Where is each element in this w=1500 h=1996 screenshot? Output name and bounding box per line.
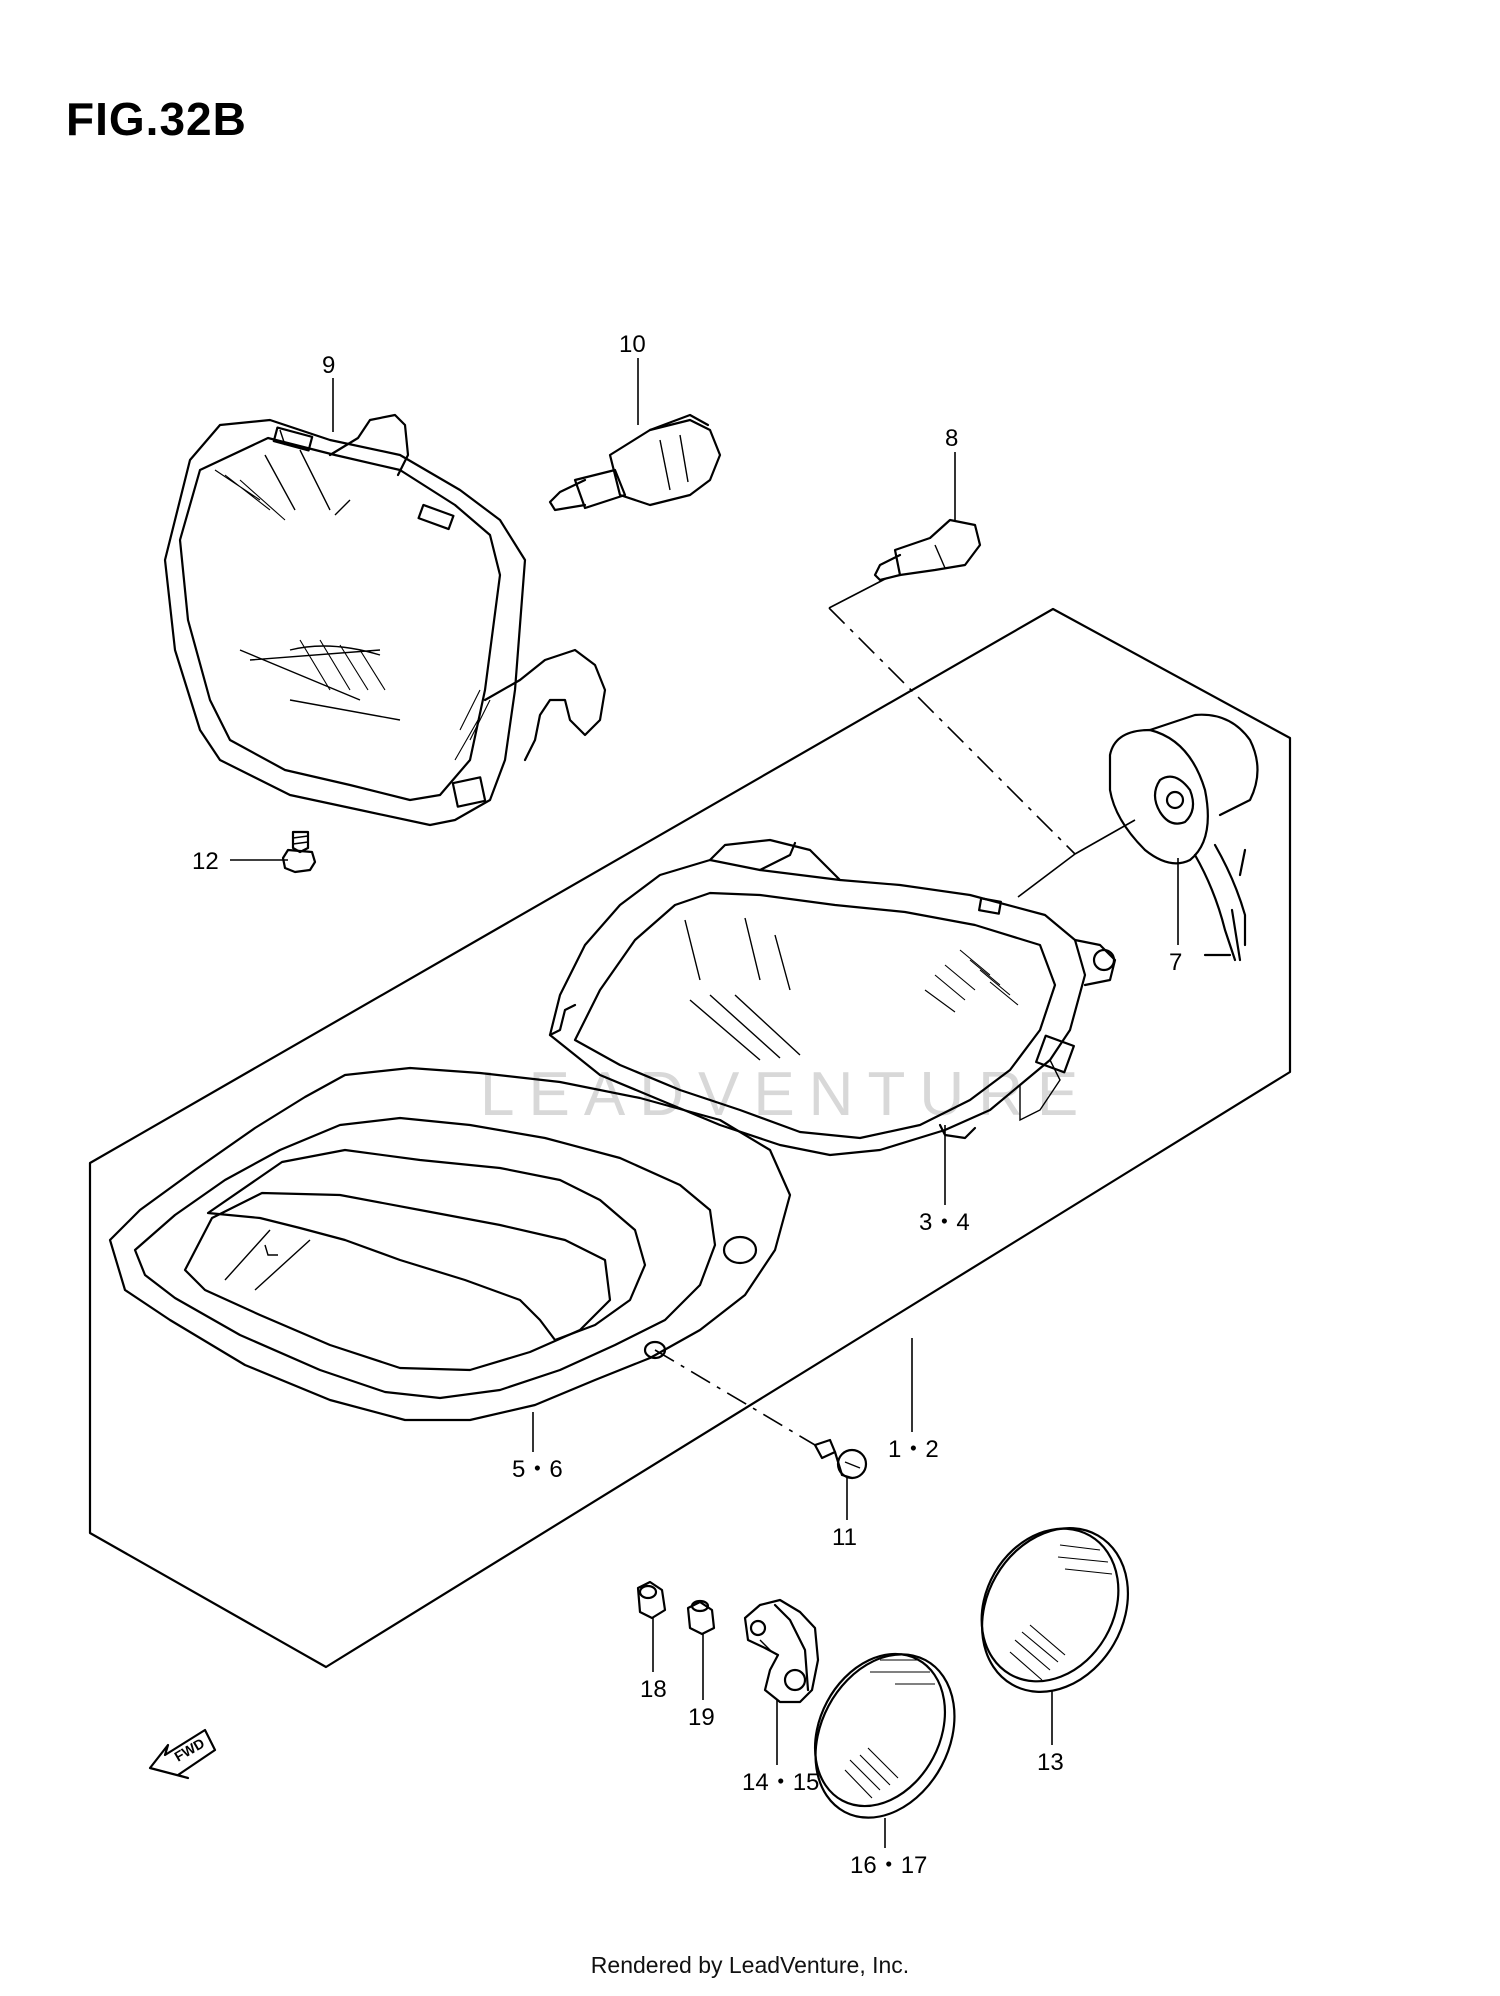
callout-3-4: 3・4	[919, 1209, 970, 1236]
callout-12: 12	[192, 848, 219, 875]
reflector-part-16-17[interactable]	[788, 1630, 982, 1842]
callout-14-15: 14・15	[742, 1769, 819, 1796]
grommet-part-18[interactable]	[636, 1580, 667, 1620]
callout-7: 7	[1169, 949, 1182, 976]
headlight-cover-part-5-6[interactable]	[108, 1066, 792, 1422]
footer-credit: Rendered by LeadVenture, Inc.	[590, 1952, 910, 1978]
figure-title: FIG.32B	[66, 93, 247, 145]
callout-11: 11	[832, 1524, 857, 1551]
assembly-outline	[88, 607, 1292, 1669]
fwd-arrow-icon: FWD	[148, 1728, 217, 1780]
socket-part-7[interactable]	[1108, 713, 1259, 962]
callout-9: 9	[322, 352, 335, 379]
watermark: LEADVENTURE	[480, 1060, 1092, 1129]
callout-1-2: 1・2	[888, 1436, 939, 1463]
bolt-part-12[interactable]	[281, 830, 317, 874]
inner-housing-part-3-4[interactable]	[548, 838, 1117, 1157]
reflector-part-13[interactable]	[953, 1502, 1157, 1719]
callout-10: 10	[619, 331, 646, 358]
screw-part-11[interactable]	[813, 1438, 868, 1480]
callout-8: 8	[945, 425, 958, 452]
callout-18: 18	[640, 1676, 667, 1703]
bracket-part-14-15[interactable]	[743, 1598, 820, 1704]
callout-19: 19	[688, 1704, 715, 1731]
bulb-part-8[interactable]	[873, 518, 982, 582]
callout-16-17: 16・17	[850, 1852, 927, 1879]
leader-lines	[230, 358, 1179, 1848]
callout-5-6: 5・6	[512, 1456, 563, 1483]
headlight-unit-part-9[interactable]	[163, 413, 607, 827]
callout-13: 13	[1037, 1749, 1064, 1776]
collar-part-19[interactable]	[686, 1599, 716, 1636]
bulb-socket-part-10[interactable]	[548, 413, 722, 512]
